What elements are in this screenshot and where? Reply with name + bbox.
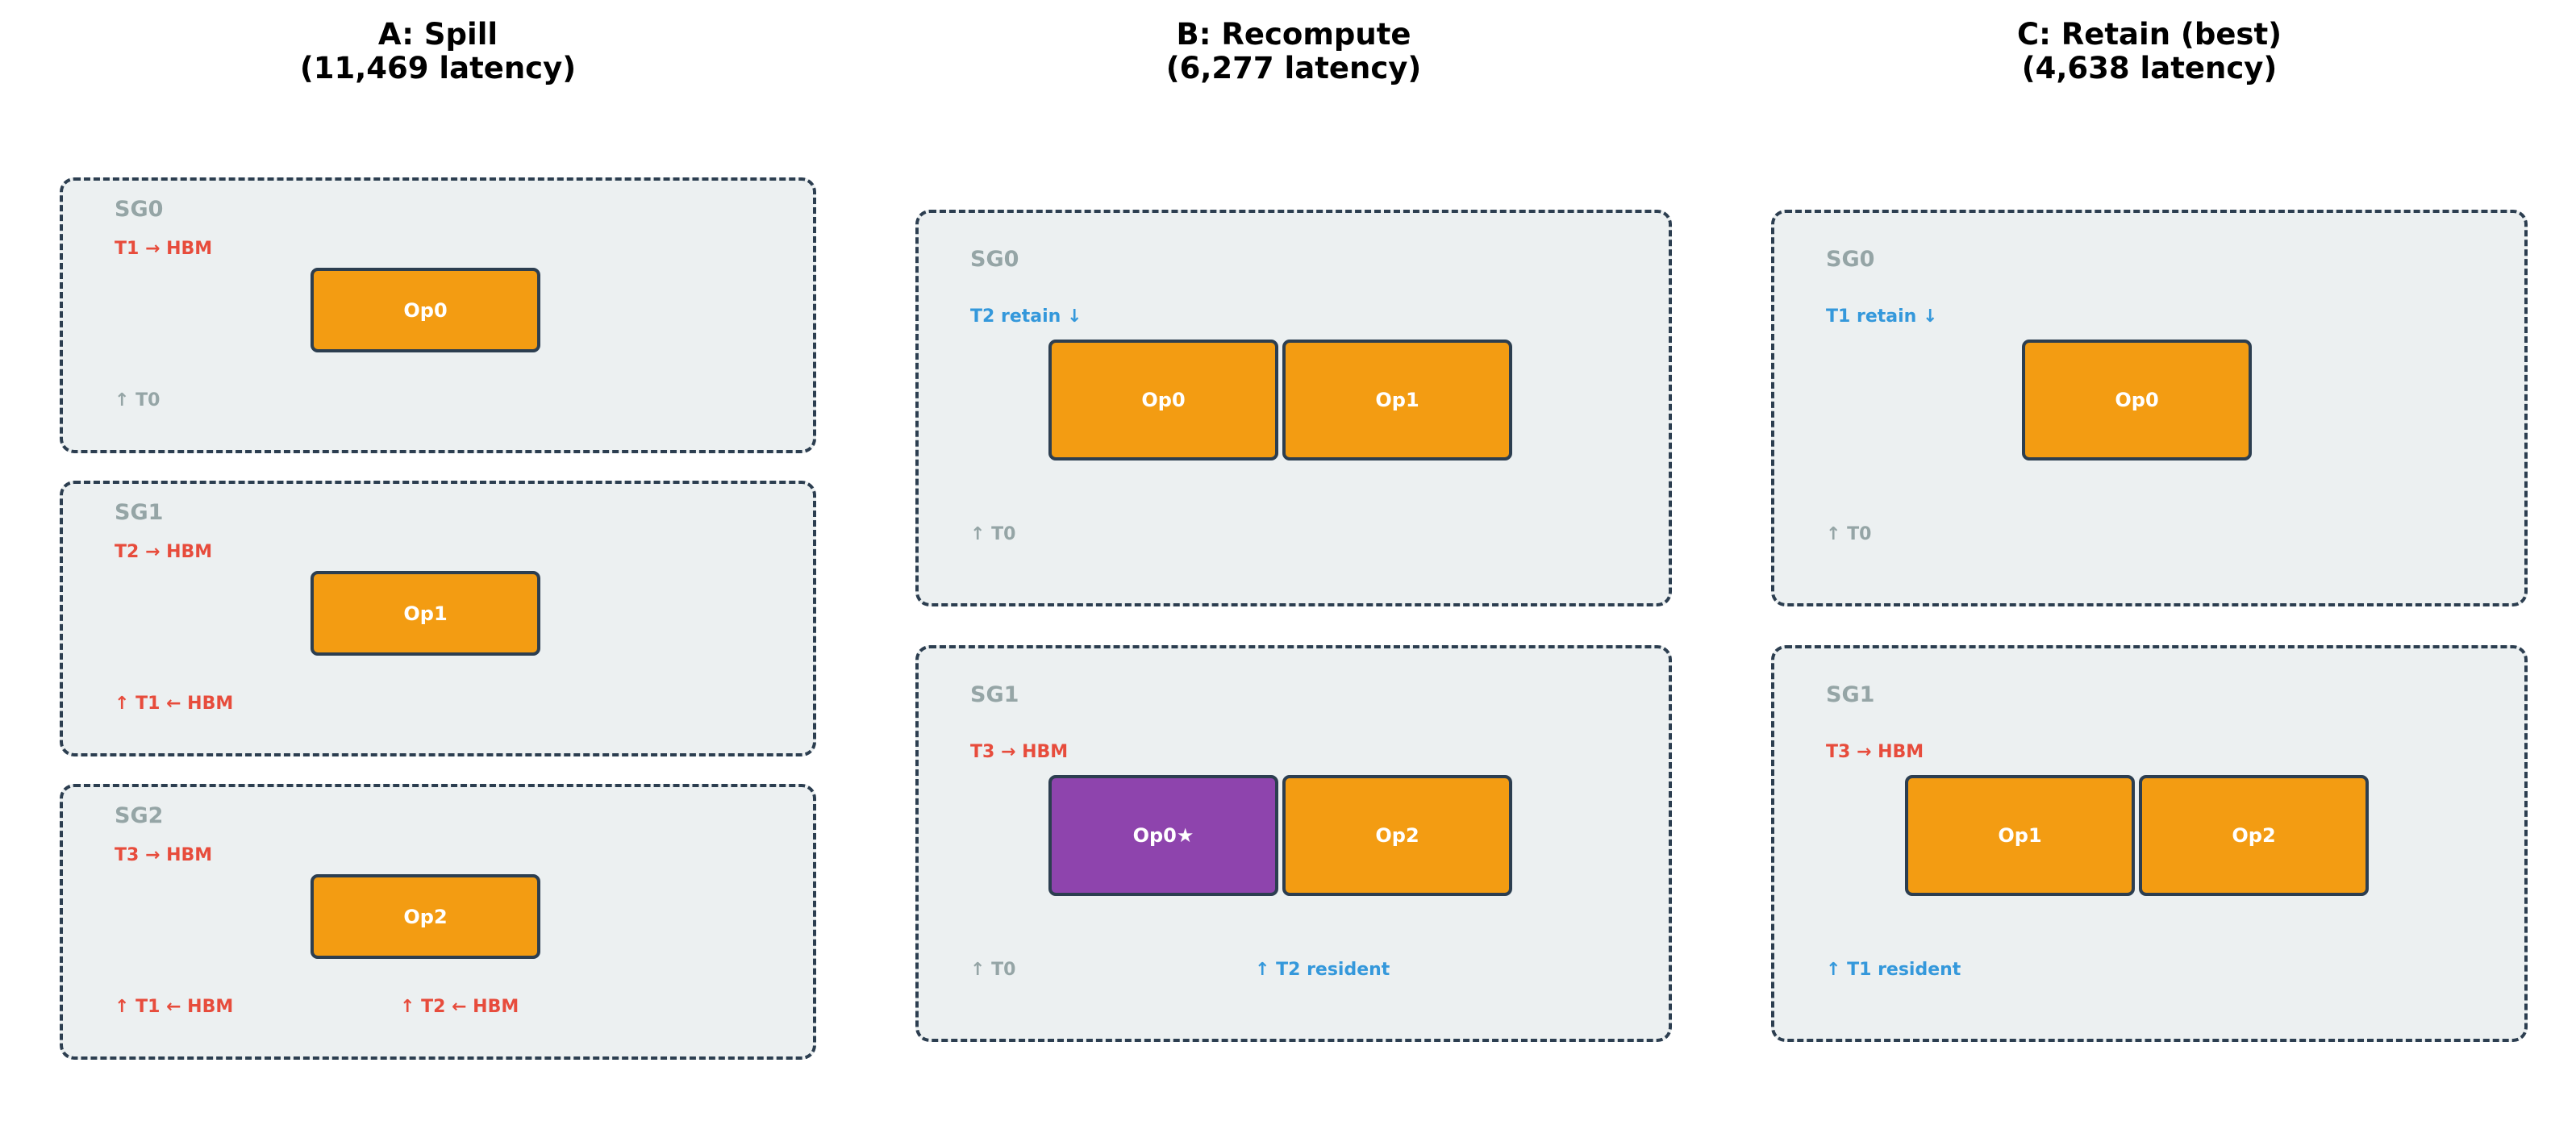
panel-b-latency: (6,277 latency): [1165, 51, 1422, 85]
sg-label: SG0: [1826, 247, 1875, 272]
spill-note: T3 → HBM: [970, 742, 1069, 762]
input-note: ↑ T0: [970, 524, 1016, 544]
sg-label: SG0: [970, 247, 1019, 272]
panel-a-title: A: Spill (11,469 latency): [75, 18, 801, 85]
sg-label: SG1: [970, 682, 1019, 707]
sg-label: SG2: [115, 803, 164, 828]
reload-note: ↑ T1 ← HBM: [115, 997, 234, 1017]
panel-b-title: B: Recompute (6,277 latency): [931, 18, 1657, 85]
recompute-op-box: Op0★: [1048, 775, 1278, 896]
sg-label: SG0: [115, 197, 164, 222]
spill-note: T2 → HBM: [115, 542, 213, 562]
spill-note: T3 → HBM: [115, 845, 213, 865]
reload-note: ↑ T2 ← HBM: [400, 997, 519, 1017]
input-note: ↑ T0: [1826, 524, 1872, 544]
reload-note: ↑ T1 ← HBM: [115, 694, 234, 714]
retain-note: T1 retain ↓: [1826, 306, 1938, 327]
panel-a-title-line1: A: Spill: [377, 17, 498, 52]
sg-label: SG1: [1826, 682, 1875, 707]
sg-label: SG1: [115, 500, 164, 525]
op-box: Op0: [1048, 340, 1278, 460]
op-box: Op0: [311, 268, 540, 352]
op-box: Op2: [1282, 775, 1512, 896]
panel-a-latency: (11,469 latency): [299, 51, 577, 85]
op-box: Op0: [2022, 340, 2252, 460]
op-box: Op2: [2139, 775, 2369, 896]
op-box: Op1: [1905, 775, 2135, 896]
op-box: Op1: [1282, 340, 1512, 460]
spill-note: T3 → HBM: [1826, 742, 1924, 762]
retain-note: T2 retain ↓: [970, 306, 1082, 327]
input-note: ↑ T0: [970, 960, 1016, 980]
op-box: Op1: [311, 571, 540, 656]
panel-c-title-line1: C: Retain (best): [2016, 17, 2282, 52]
resident-note: ↑ T2 resident: [1255, 960, 1390, 980]
op-box: Op2: [311, 874, 540, 959]
panel-c-title: C: Retain (best) (4,638 latency): [1786, 18, 2512, 85]
panel-b-title-line1: B: Recompute: [1176, 17, 1411, 52]
spill-note: T1 → HBM: [115, 239, 213, 259]
resident-note: ↑ T1 resident: [1826, 960, 1961, 980]
panel-c-latency: (4,638 latency): [2021, 51, 2278, 85]
input-note: ↑ T0: [115, 390, 160, 410]
